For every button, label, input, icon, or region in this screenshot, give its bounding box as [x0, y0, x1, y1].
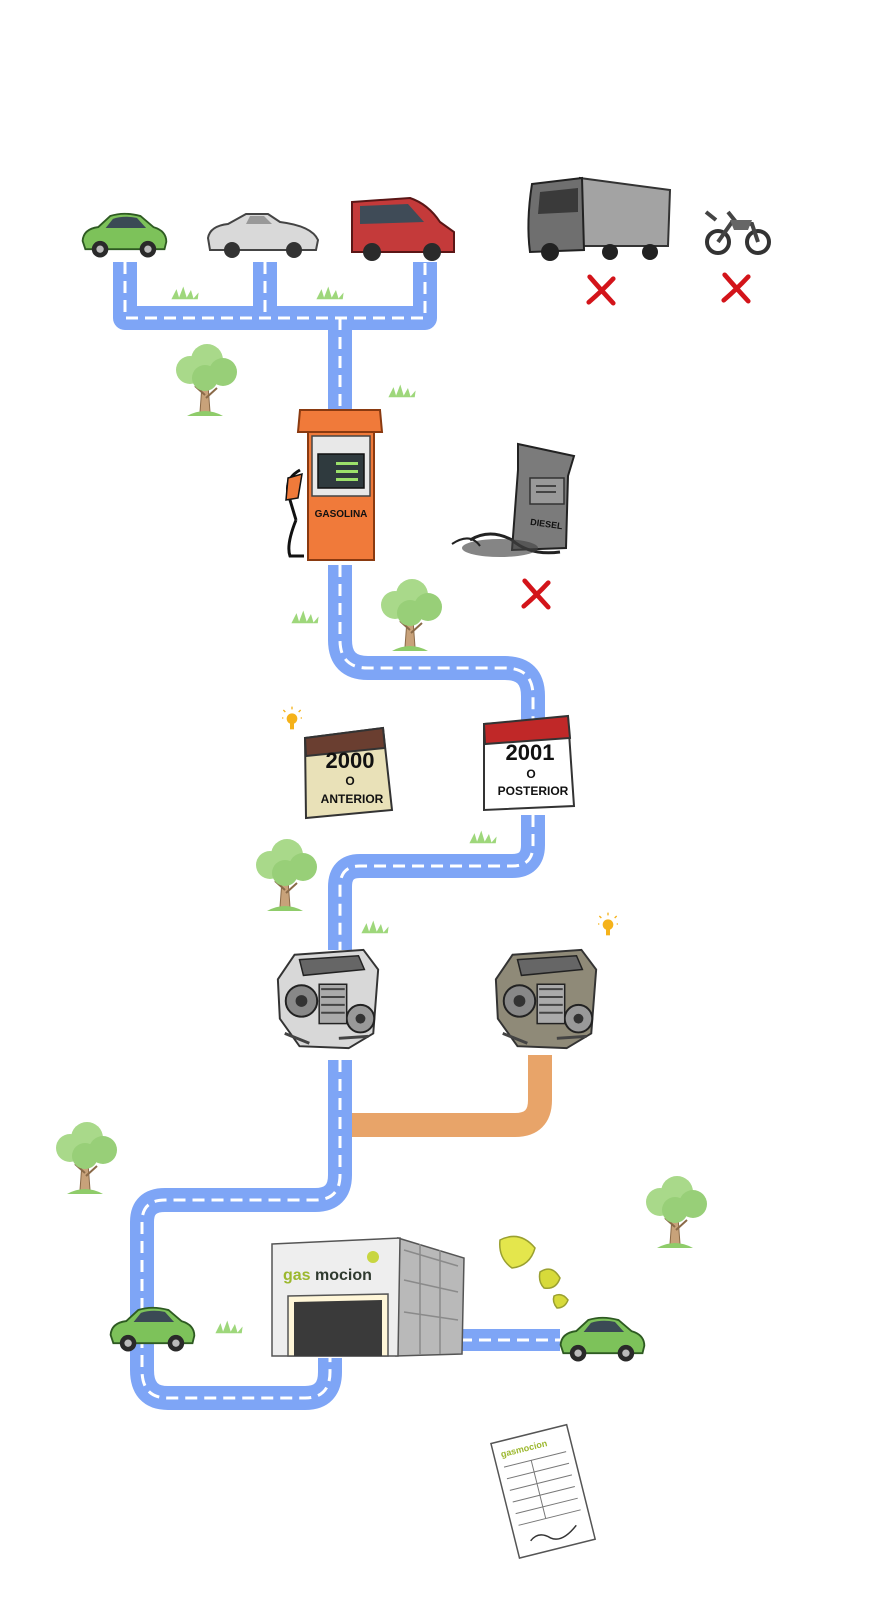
road-engine-to-workshop	[130, 1060, 352, 1410]
grass-icon	[215, 1320, 243, 1334]
calendar-connector: O	[526, 767, 535, 781]
tree-icon	[380, 578, 443, 652]
calendar-year-2000: 2000	[326, 748, 375, 773]
eco-leaf-icon	[538, 1268, 561, 1290]
diesel-label: DIESEL	[530, 517, 564, 531]
truck-excluded-x-icon	[589, 277, 613, 303]
grass-icon	[361, 920, 389, 934]
lightbulb-hint-icon	[598, 912, 618, 937]
gasmocion-workshop: gas mocion	[271, 1236, 465, 1357]
vehicle-convertible	[206, 213, 320, 258]
motorcycle-excluded-x-icon	[724, 275, 748, 301]
eco-leaf-icon	[552, 1293, 569, 1309]
small-car-icon	[81, 212, 168, 259]
road-network	[113, 262, 560, 1410]
convertible-car-icon	[206, 213, 320, 251]
calendar-connector: O	[345, 774, 354, 788]
brand-logo-part2: mocion	[315, 1267, 372, 1284]
grass-icon	[171, 286, 199, 300]
tree-icon	[255, 838, 318, 912]
grass-icon	[316, 286, 344, 300]
diesel-pump-broken: DIESEL	[451, 442, 576, 557]
gasoline-pump: GASOLINA	[285, 409, 384, 561]
lightbulb-hint-icon	[282, 706, 302, 731]
grass-icon	[469, 830, 497, 844]
calendar-qualifier-posterior: POSTERIOR	[498, 784, 569, 798]
engine-icon	[276, 948, 380, 1050]
vehicle-motorcycle	[704, 210, 771, 255]
engine-special	[494, 912, 618, 1050]
brand-leaf-icon	[367, 1251, 379, 1263]
converted-car	[499, 1235, 646, 1363]
diesel-excluded-x-icon	[524, 581, 548, 607]
grass-icon	[388, 384, 416, 398]
vehicle-truck	[527, 176, 672, 261]
eco-leaf-icon	[499, 1235, 536, 1269]
vehicle-van	[351, 196, 455, 261]
gasoline-label: GASOLINA	[315, 509, 368, 520]
road-pump-to-calendar	[328, 565, 545, 722]
road-top-branches	[113, 262, 437, 410]
calendar-2001-or-later: 2001 O POSTERIOR	[482, 714, 576, 812]
road-engine-orange-link	[350, 1055, 552, 1137]
certificate-icon	[490, 1423, 597, 1559]
motorcycle-icon	[705, 229, 731, 255]
certificate-document: gasmocion	[490, 1423, 597, 1559]
tree-icon	[175, 343, 238, 417]
tree-icon	[645, 1175, 708, 1249]
vehicle-small-car	[81, 212, 168, 259]
grass-icon	[291, 610, 319, 624]
calendar-2000-or-earlier: 2000 O ANTERIOR	[282, 706, 394, 820]
road-calendar-to-engine	[328, 815, 545, 950]
green-car-converted-icon	[559, 1316, 646, 1363]
truck-icon	[579, 176, 672, 247]
engine-compatible	[276, 948, 380, 1050]
engine-icon	[494, 948, 598, 1050]
calendar-qualifier-anterior: ANTERIOR	[321, 792, 384, 806]
brand-logo-part1: gas	[283, 1267, 311, 1284]
calendar-year-2001: 2001	[506, 740, 555, 765]
tree-icon	[55, 1121, 118, 1195]
